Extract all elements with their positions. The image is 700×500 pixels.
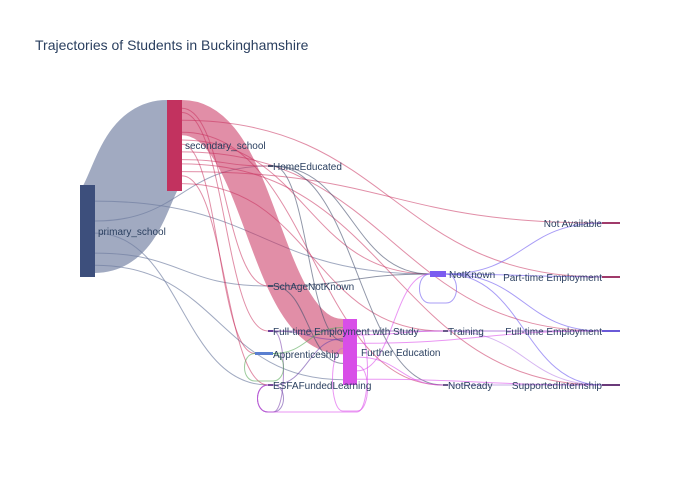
link-Apprenticeship-to-Apprenticeship <box>244 353 284 382</box>
link-FurtherEducation-to-Training <box>356 330 444 336</box>
node-Apprenticeship <box>255 352 273 355</box>
node-SupportedInternship <box>602 384 620 386</box>
node-label-NotReady: NotReady <box>448 381 492 392</box>
link-secondary_school-to-NotReady <box>181 131 444 386</box>
node-PartTimeEmployment <box>602 276 620 278</box>
node-NotKnown <box>430 271 446 277</box>
link-FurtherEducation-to-NotReady <box>356 356 444 386</box>
link-FurtherEducation-to-NotKnown <box>356 273 431 372</box>
link-primary_school-to-secondary_school <box>77 100 185 273</box>
link-HomeEducated-to-FurtherEducation <box>272 165 344 342</box>
link-FurtherEducation-to-FurtherEducation <box>332 347 368 412</box>
link-primary_school-to-FurtherEducation <box>94 264 344 381</box>
node-label-FullTimeEmployment: Full-time Employment <box>505 327 602 338</box>
link-SchAgeNotKnown-to-FurtherEducation <box>272 285 344 364</box>
node-label-FT_Emp_Study: Full-time Employment with Study <box>273 327 419 338</box>
link-secondary_school-to-FullTimeEmployment <box>181 151 603 332</box>
node-label-SchAgeNotKnown: SchAgeNotKnown <box>273 282 354 293</box>
link-secondary_school-to-Training <box>181 183 444 332</box>
node-HomeEducated <box>268 165 273 167</box>
labels-layer: primary_school secondary_schoolHomeEducat… <box>98 141 602 392</box>
nodes-layer <box>80 100 620 386</box>
links-layer <box>77 100 603 413</box>
node-label-primary_school: primary_school <box>98 227 166 238</box>
node-label-PartTimeEmployment: Part-time Employment <box>503 273 602 284</box>
link-FT_Emp_Study-to-ESFA <box>257 330 284 413</box>
link-primary_school-to-ESFA <box>94 232 269 386</box>
node-FT_Emp_Study <box>268 330 273 332</box>
chart-title: Trajectories of Students in Buckinghamsh… <box>35 37 309 53</box>
node-NotReady <box>443 384 448 386</box>
node-secondary_school <box>167 100 182 191</box>
link-NotKnown-to-PartTimeEmployment <box>445 273 603 278</box>
link-HomeEducated-to-NotKnown <box>272 165 431 275</box>
link-secondary_school-to-ESFA <box>181 175 269 386</box>
node-Training <box>443 330 448 332</box>
node-label-SupportedInternship: SupportedInternship <box>512 381 603 392</box>
link-FurtherEducation-to-ESFA <box>257 329 368 413</box>
node-ESFA <box>268 384 273 386</box>
link-secondary_school-to-FT_Emp_Study <box>181 112 269 332</box>
link-NotKnown-to-NotAvailable <box>445 222 603 275</box>
node-label-secondary_school: secondary_school <box>185 141 266 152</box>
link-secondary_school-to-SchAgeNotKnown <box>181 107 269 287</box>
link-NotKnown-to-NotKnown <box>419 273 457 304</box>
link-secondary_school-to-FurtherEducation <box>179 100 346 355</box>
link-FurtherEducation-to-FullTimeEmployment <box>356 330 603 344</box>
link-Training-to-SupportedInternship <box>447 330 603 386</box>
link-ESFA-to-FurtherEducation <box>272 338 344 386</box>
link-SchAgeNotKnown-to-NotKnown <box>272 273 431 287</box>
node-NotAvailable <box>602 222 620 224</box>
link-HomeEducated-to-NotReady <box>272 165 444 386</box>
link-secondary_school-to-HomeEducated <box>181 159 269 167</box>
node-label-ESFA: ESFAFundedLearning <box>273 381 371 392</box>
node-SchAgeNotKnown <box>268 285 273 287</box>
node-label-Training: Training <box>448 327 484 338</box>
link-primary_school-to-SchAgeNotKnown <box>94 252 269 287</box>
link-NotKnown-to-SupportedInternship <box>445 273 603 386</box>
node-primary_school <box>80 185 95 277</box>
node-FullTimeEmployment <box>602 330 620 332</box>
node-FurtherEducation <box>343 319 357 385</box>
node-label-NotKnown: NotKnown <box>449 270 495 281</box>
node-label-HomeEducated: HomeEducated <box>273 162 342 173</box>
node-label-FurtherEducation: Further Education <box>361 348 441 359</box>
node-label-NotAvailable: Not Available <box>544 219 603 230</box>
link-secondary_school-to-PartTimeEmployment <box>181 119 603 278</box>
link-secondary_school-to-NotAvailable <box>181 171 603 224</box>
link-Apprenticeship-to-FurtherEducation <box>272 327 344 354</box>
link-secondary_school-to-NotKnown <box>181 139 431 275</box>
link-NotKnown-to-FullTimeEmployment <box>445 273 603 332</box>
node-label-Apprenticeship: Apprenticeship <box>273 350 340 361</box>
link-secondary_school-to-SupportedInternship <box>181 163 603 386</box>
